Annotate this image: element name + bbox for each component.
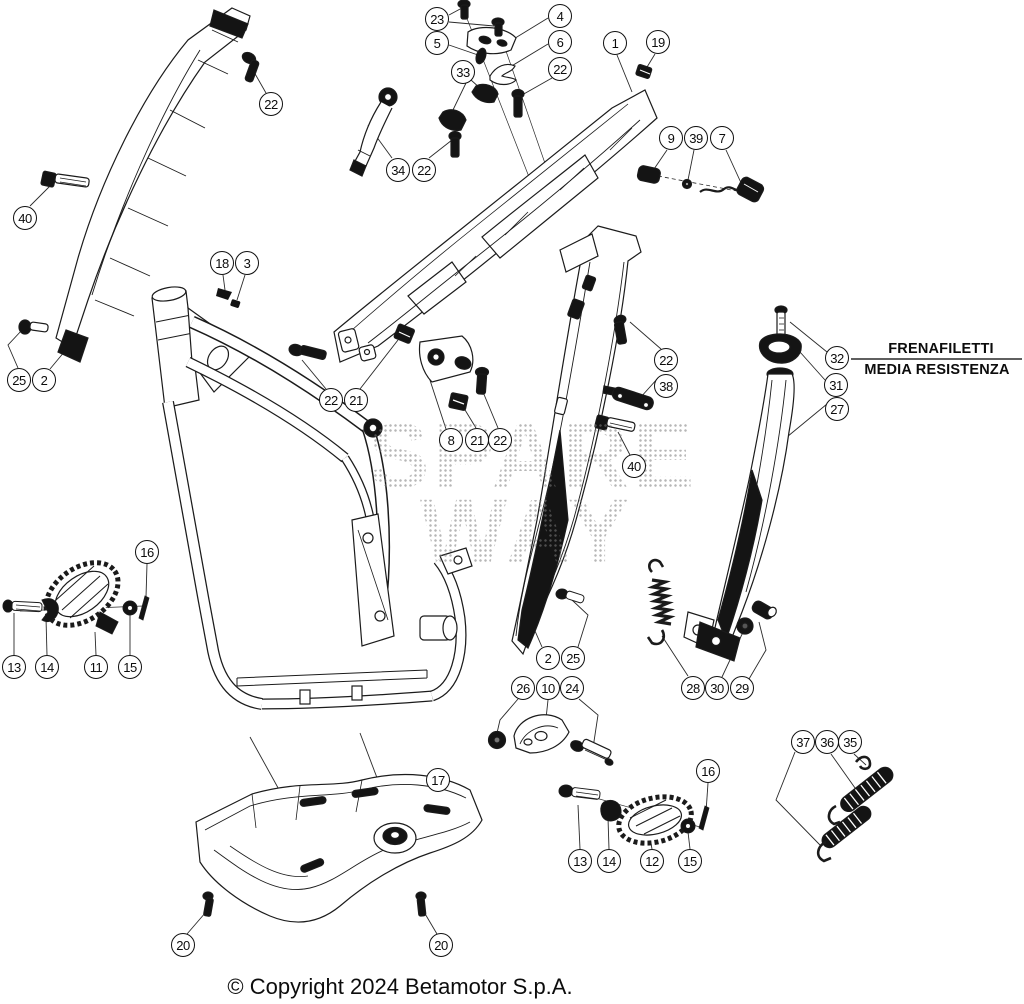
callout-40: 40 bbox=[13, 206, 37, 230]
footpeg-left-art bbox=[2, 560, 150, 635]
left-guard-art bbox=[18, 7, 260, 363]
callout-25: 25 bbox=[561, 646, 585, 670]
main-frame-art bbox=[151, 286, 490, 710]
callout-30: 30 bbox=[705, 676, 729, 700]
side-panel-art bbox=[511, 225, 654, 656]
callout-19: 19 bbox=[646, 30, 670, 54]
note-media-resistenza: MEDIA RESISTENZA bbox=[864, 362, 1010, 378]
rear-subframe-art bbox=[333, 0, 765, 363]
footpeg-right-art bbox=[558, 784, 710, 846]
callout-22: 22 bbox=[412, 158, 436, 182]
callout-25: 25 bbox=[7, 368, 31, 392]
callout-2: 2 bbox=[536, 646, 560, 670]
callout-14: 14 bbox=[35, 655, 59, 679]
callout-2: 2 bbox=[32, 368, 56, 392]
callout-22: 22 bbox=[654, 348, 678, 372]
callout-39: 39 bbox=[684, 126, 708, 150]
callout-20: 20 bbox=[171, 933, 195, 957]
callout-40: 40 bbox=[622, 454, 646, 478]
callout-35: 35 bbox=[838, 730, 862, 754]
callout-21: 21 bbox=[465, 428, 489, 452]
callout-16: 16 bbox=[135, 540, 159, 564]
callout-14: 14 bbox=[597, 849, 621, 873]
callout-20: 20 bbox=[429, 933, 453, 957]
callout-28: 28 bbox=[681, 676, 705, 700]
callout-9: 9 bbox=[659, 126, 683, 150]
mid-bolt-art bbox=[555, 588, 585, 604]
callout-13: 13 bbox=[2, 655, 26, 679]
callout-34: 34 bbox=[386, 158, 410, 182]
callout-3: 3 bbox=[235, 251, 259, 275]
callout-22: 22 bbox=[319, 388, 343, 412]
callout-27: 27 bbox=[825, 397, 849, 421]
callout-6: 6 bbox=[548, 30, 572, 54]
callout-1: 1 bbox=[603, 31, 627, 55]
callout-22: 22 bbox=[488, 428, 512, 452]
skid-plate-art bbox=[195, 773, 483, 923]
callout-38: 38 bbox=[654, 374, 678, 398]
callout-18: 18 bbox=[210, 251, 234, 275]
callout-22: 22 bbox=[548, 57, 572, 81]
callout-15: 15 bbox=[118, 655, 142, 679]
callout-11: 11 bbox=[84, 655, 108, 679]
callout-10: 10 bbox=[536, 676, 560, 700]
note-frenafiletti: FRENAFILETTI bbox=[888, 341, 994, 357]
callout-24: 24 bbox=[560, 676, 584, 700]
stand-springs-art bbox=[816, 755, 894, 863]
bracket-10-art bbox=[487, 714, 614, 766]
callout-36: 36 bbox=[815, 730, 839, 754]
watermark: SPARE WAY bbox=[368, 418, 698, 570]
callout-33: 33 bbox=[451, 60, 475, 84]
callout-26: 26 bbox=[511, 676, 535, 700]
callout-21: 21 bbox=[344, 388, 368, 412]
callout-4: 4 bbox=[548, 4, 572, 28]
callout-23: 23 bbox=[425, 7, 449, 31]
kickstand-art bbox=[646, 305, 802, 662]
callout-22: 22 bbox=[259, 92, 283, 116]
callout-17: 17 bbox=[426, 768, 450, 792]
callout-37: 37 bbox=[791, 730, 815, 754]
callout-15: 15 bbox=[678, 849, 702, 873]
callout-13: 13 bbox=[568, 849, 592, 873]
callout-5: 5 bbox=[425, 31, 449, 55]
copyright-text: © Copyright 2024 Betamotor S.p.A. bbox=[227, 974, 573, 999]
callout-32: 32 bbox=[825, 346, 849, 370]
callout-29: 29 bbox=[730, 676, 754, 700]
callout-31: 31 bbox=[824, 373, 848, 397]
callout-8: 8 bbox=[439, 428, 463, 452]
callout-16: 16 bbox=[696, 759, 720, 783]
callout-12: 12 bbox=[640, 849, 664, 873]
callout-7: 7 bbox=[710, 126, 734, 150]
